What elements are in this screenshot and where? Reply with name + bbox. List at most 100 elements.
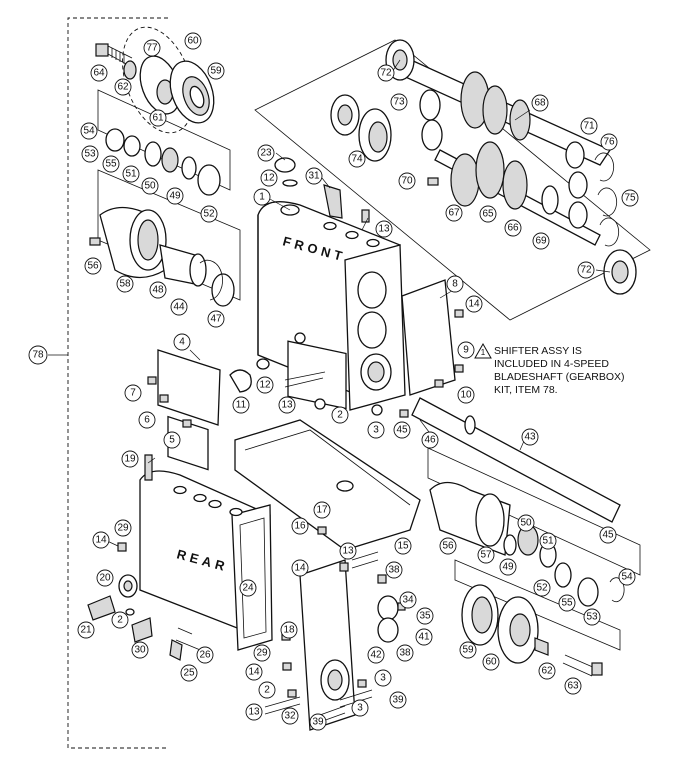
callout-52: 52 [200,205,218,223]
svg-text:59: 59 [210,66,222,77]
svg-text:19: 19 [124,454,136,465]
callout-54b: 54 [618,568,636,586]
svg-text:74: 74 [351,154,363,165]
callout-38b: 38 [396,644,414,662]
callout-71: 71 [580,117,598,135]
svg-text:11: 11 [236,400,247,411]
callout-14c: 14 [291,559,309,577]
svg-text:69: 69 [535,236,547,247]
front-housing: FRONT [257,201,406,411]
callout-51b: 51 [539,532,557,550]
callout-44: 44 [170,298,188,316]
svg-text:17: 17 [316,505,328,516]
svg-text:12: 12 [263,173,275,184]
callout-75: 75 [621,189,639,207]
callout-56: 56 [84,257,102,275]
callout-65: 65 [479,205,497,223]
callout-18: 18 [280,621,298,639]
callout-72: 72 [377,64,395,82]
callout-5: 5 [163,431,181,449]
svg-text:14: 14 [294,563,306,574]
callout-16: 16 [291,517,309,535]
callout-62b: 62 [538,662,556,680]
svg-text:14: 14 [248,667,260,678]
callout-25: 25 [180,664,198,682]
callout-9: 9 [457,341,475,359]
callout-76: 76 [600,133,618,151]
svg-text:53: 53 [586,612,598,623]
callout-58: 58 [116,275,134,293]
svg-text:12: 12 [259,380,271,391]
svg-text:18: 18 [283,625,295,636]
svg-text:5: 5 [169,435,175,446]
callout-13b: 13 [278,396,296,414]
svg-text:60: 60 [485,657,497,668]
callout-10: 10 [457,386,475,404]
svg-text:13: 13 [281,400,293,411]
callout-34: 34 [399,591,417,609]
kit-bracket [67,17,168,749]
bearing-housing-58 [99,206,167,279]
fasteners-front [147,157,464,428]
callout-77: 77 [143,39,161,57]
callout-48: 48 [149,281,167,299]
svg-text:35: 35 [419,611,431,622]
svg-text:26: 26 [199,650,211,661]
svg-text:71: 71 [583,121,595,132]
svg-text:4: 4 [179,337,185,348]
callout-12b: 12 [256,376,274,394]
svg-text:31: 31 [308,171,320,182]
callout-54: 54 [80,122,98,140]
svg-text:70: 70 [401,176,413,187]
svg-text:14: 14 [468,299,480,310]
svg-text:3: 3 [380,673,386,684]
svg-text:1: 1 [259,192,265,203]
svg-text:75: 75 [624,193,636,204]
callout-69: 69 [532,232,550,250]
callout-31: 31 [305,167,323,185]
callout-32: 32 [281,707,299,725]
svg-text:16: 16 [294,521,306,532]
callout-3: 3 [367,421,385,439]
svg-text:23: 23 [260,148,272,159]
svg-text:72: 72 [380,68,392,79]
svg-text:49: 49 [502,562,514,573]
svg-text:51: 51 [542,536,554,547]
svg-text:67: 67 [448,208,460,219]
svg-text:43: 43 [524,432,536,443]
shaft-assembly [330,39,637,295]
svg-text:24: 24 [242,583,254,594]
svg-text:56: 56 [87,261,99,272]
svg-text:77: 77 [146,43,158,54]
callout-23: 23 [257,144,275,162]
callout-38: 38 [385,561,403,579]
shifter-note: 1 SHIFTER ASSY IS INCLUDED IN 4-SPEED BL… [474,343,674,397]
callout-2: 2 [331,406,349,424]
callout-13d: 13 [245,703,263,721]
svg-text:52: 52 [203,209,215,220]
callout-30: 30 [131,641,149,659]
svg-text:64: 64 [93,68,105,79]
svg-text:54: 54 [83,126,95,137]
callout-74: 74 [348,150,366,168]
svg-text:45: 45 [602,530,614,541]
callout-73: 73 [390,93,408,111]
output-shaft-43 [399,397,621,523]
svg-text:45: 45 [396,425,408,436]
note-line-3: BLADESHAFT (GEARBOX) [494,371,625,383]
svg-text:21: 21 [80,625,92,636]
note-line-4: KIT, ITEM 78. [494,384,558,396]
callout-60: 60 [184,32,202,50]
svg-text:39: 39 [312,717,324,728]
svg-text:72: 72 [580,265,592,276]
callout-11: 11 [232,396,250,414]
callout-45b: 45 [599,526,617,544]
callout-47: 47 [207,310,225,328]
callout-42: 42 [367,646,385,664]
leader-lines [104,59,611,547]
svg-text:13: 13 [378,224,390,235]
callout-70: 70 [398,172,416,190]
callout-46: 46 [421,431,439,449]
callout-62: 62 [114,78,132,96]
svg-text:29: 29 [117,523,129,534]
